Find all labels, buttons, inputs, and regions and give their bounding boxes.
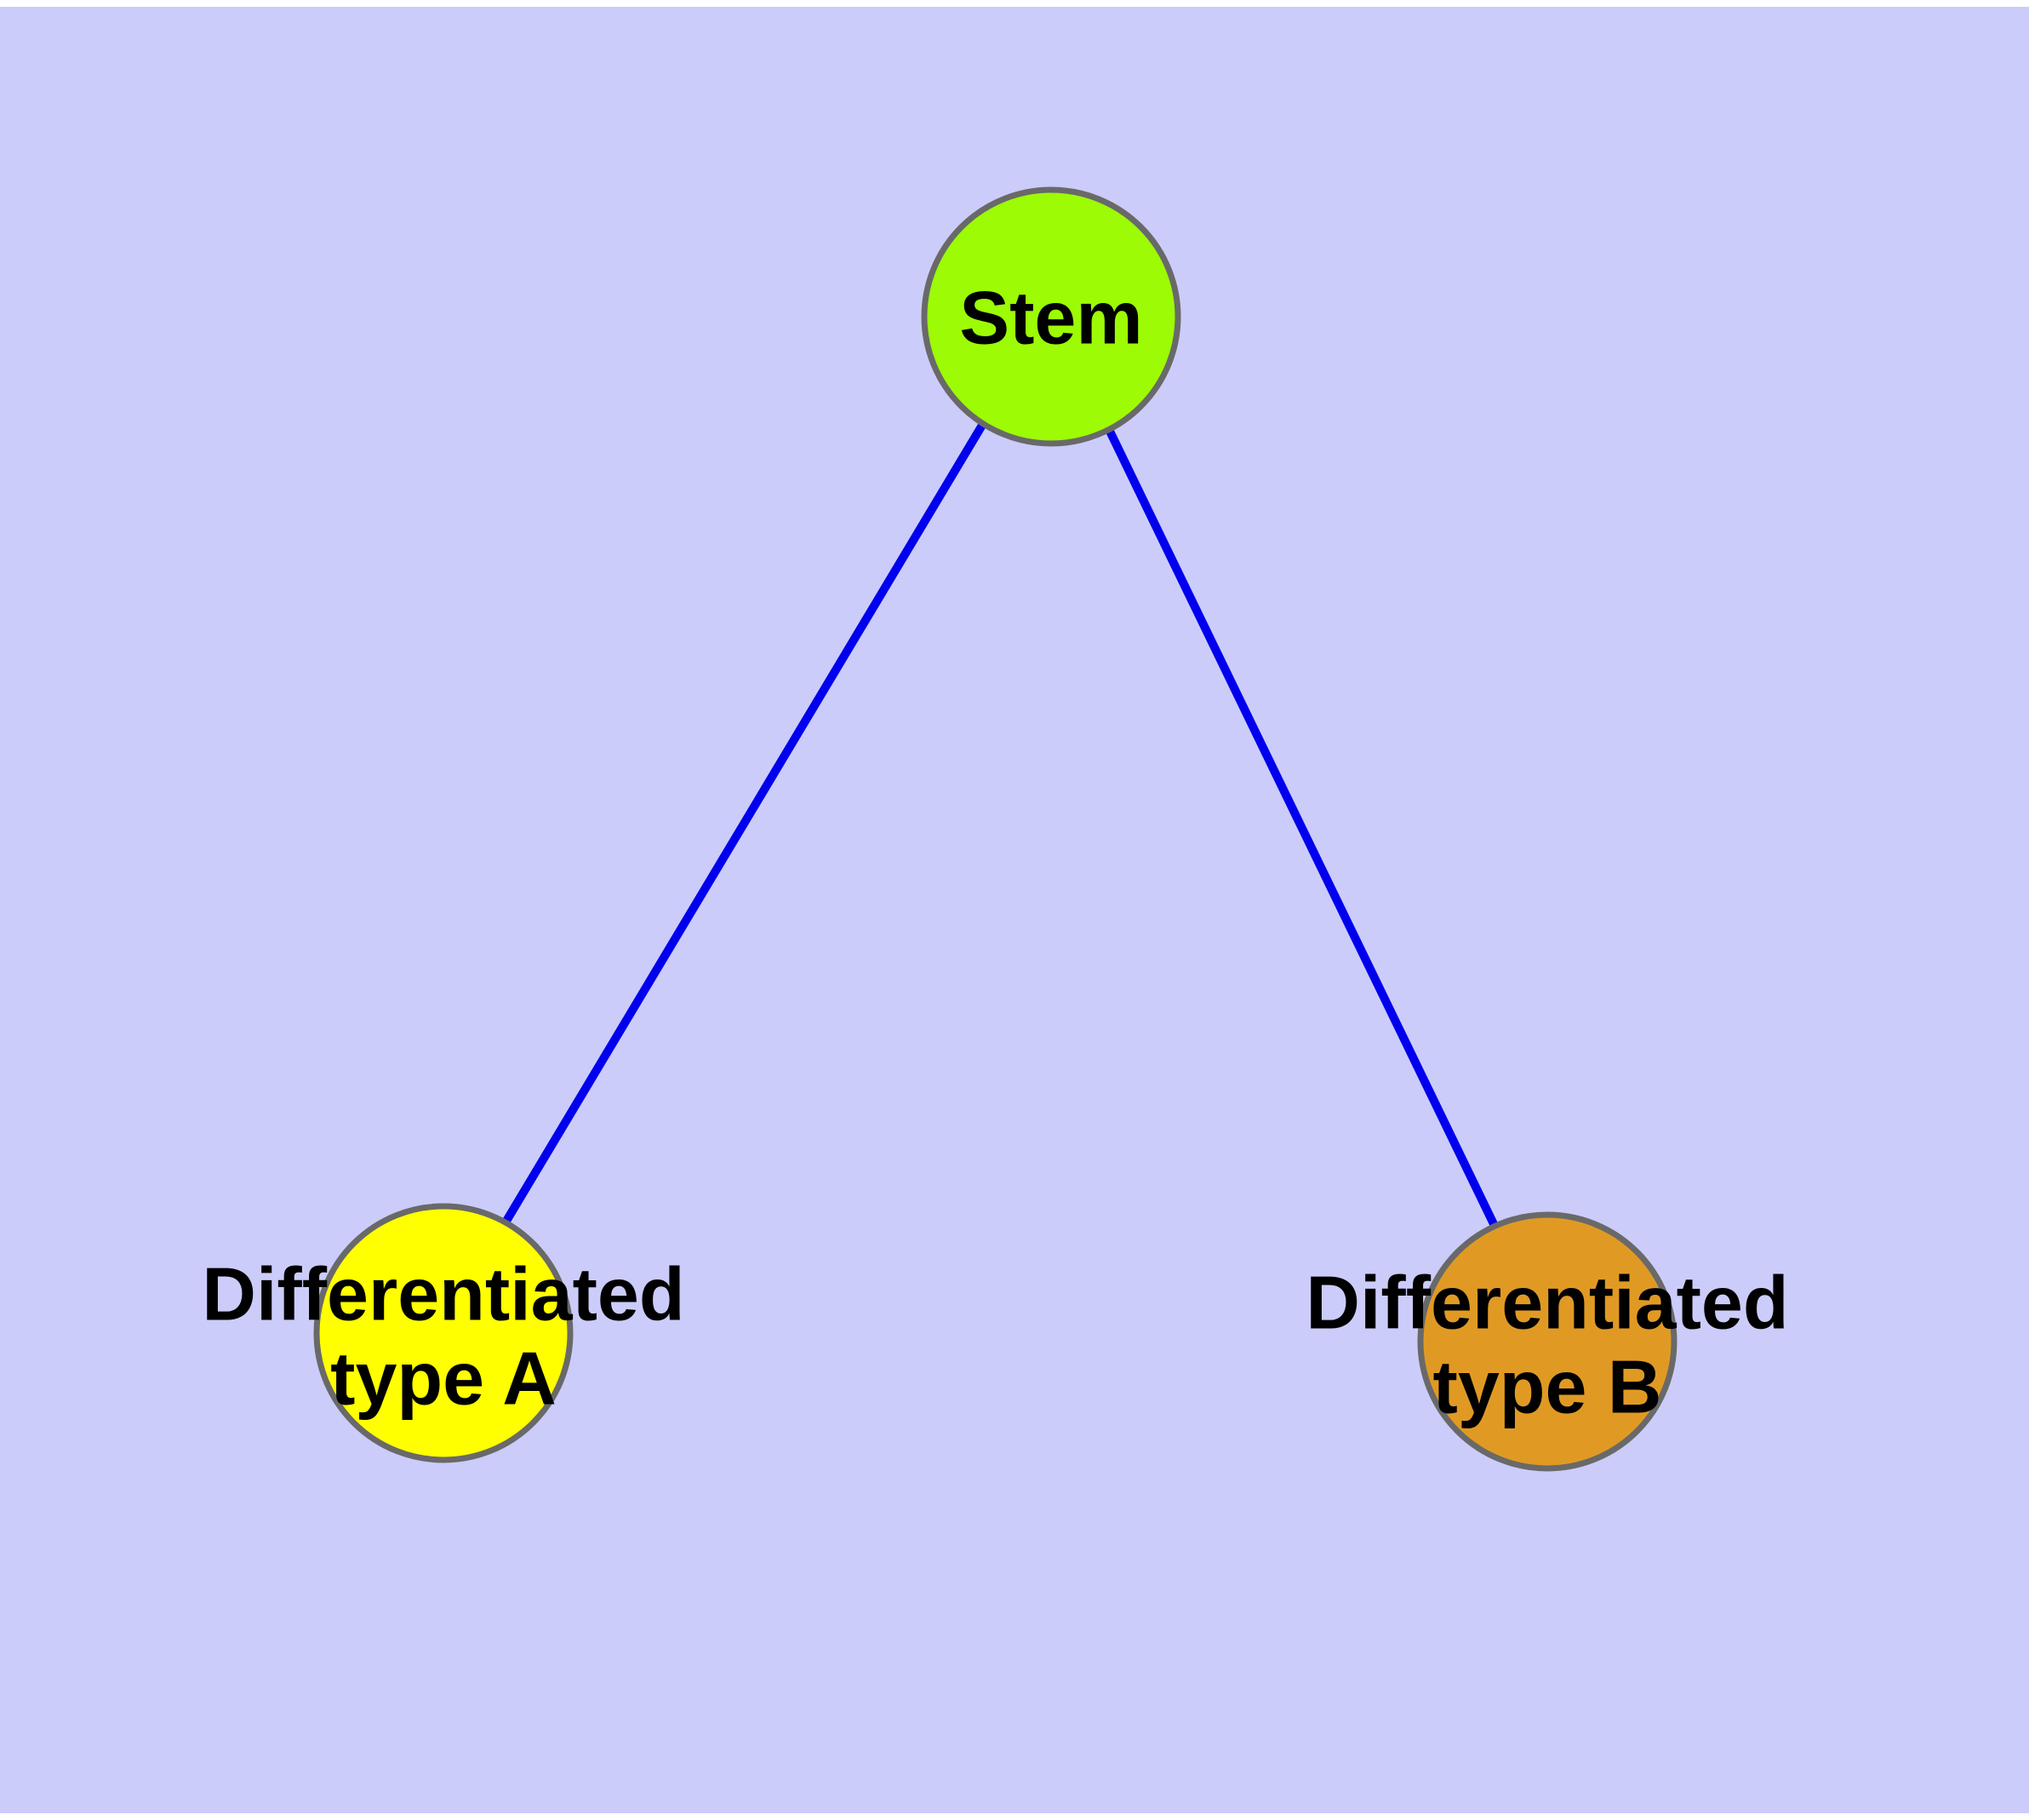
node-differentiated-type-b[interactable]: Differentiated type B <box>1306 1211 1789 1472</box>
node-stem[interactable]: Stem <box>921 186 1181 447</box>
node-stem-circle[interactable] <box>921 186 1181 447</box>
graph-canvas-background: Stem Differentiated type A Differentiate… <box>0 7 2029 1813</box>
node-differentiated-type-b-circle[interactable] <box>1417 1211 1677 1472</box>
node-differentiated-type-a-circle[interactable] <box>313 1203 574 1463</box>
graph-svg-canvas: Stem Differentiated type A Differentiate… <box>202 186 1789 1472</box>
edge-layer <box>439 307 1552 1337</box>
node-differentiated-type-a-label-line2: type A <box>330 1336 557 1420</box>
edge-stem-to-differentiated-type-b[interactable] <box>1047 307 1552 1337</box>
node-differentiated-type-a-label-line1: Differentiated <box>202 1251 684 1336</box>
node-differentiated-type-b-label-line2: type B <box>1433 1344 1662 1428</box>
node-differentiated-type-b-label-line1: Differentiated <box>1306 1260 1788 1344</box>
node-stem-label-line1: Stem <box>959 275 1142 359</box>
edge-stem-to-differentiated-type-a[interactable] <box>439 307 1055 1329</box>
node-differentiated-type-a[interactable]: Differentiated type A <box>202 1203 685 1463</box>
